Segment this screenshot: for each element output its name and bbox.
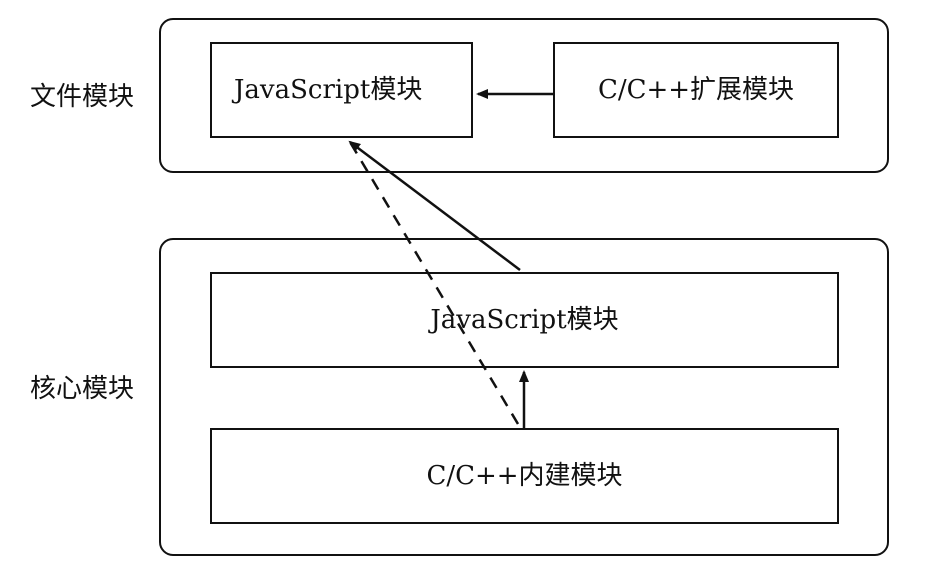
core-modules-group xyxy=(159,238,889,556)
file-javascript-module-label: JavaScript模块 xyxy=(234,75,423,105)
cpp-builtin-module-box: C/C++内建模块 xyxy=(210,428,839,524)
cpp-extension-module-box: C/C++扩展模块 xyxy=(553,42,839,138)
file-modules-group xyxy=(159,18,889,173)
core-modules-label: 核心模块 xyxy=(30,374,135,404)
core-javascript-module-box: JavaScript模块 xyxy=(210,272,839,368)
cpp-builtin-module-label: C/C++内建模块 xyxy=(426,461,623,491)
core-javascript-module-label: JavaScript模块 xyxy=(430,305,619,335)
file-javascript-module-box: JavaScript模块 xyxy=(210,42,473,138)
file-modules-label: 文件模块 xyxy=(30,82,135,112)
cpp-extension-module-label: C/C++扩展模块 xyxy=(597,75,795,105)
